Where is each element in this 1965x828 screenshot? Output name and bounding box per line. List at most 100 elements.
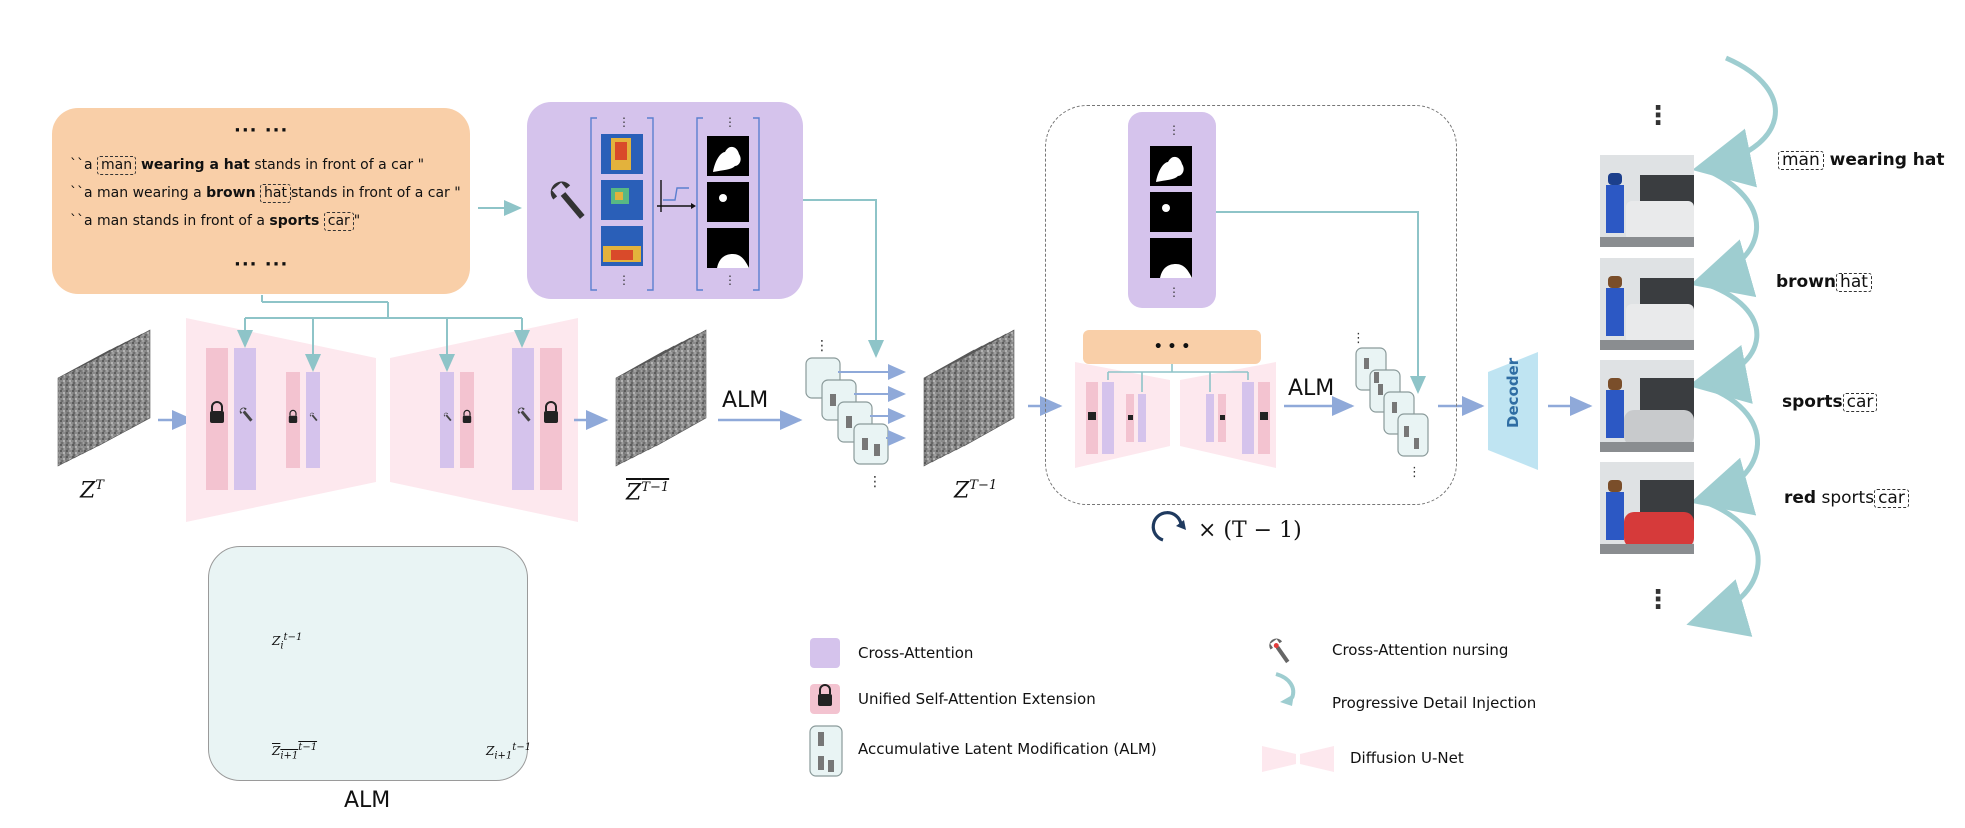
repeat-arrowhead [1176,520,1186,530]
progressive-injection-arcs [1686,55,1778,637]
injection-token-box: hat [1836,273,1872,292]
lock-icon [818,684,832,706]
prompt-text: " [353,213,361,229]
label-alm-1: ALM [722,388,769,413]
unet-legend-icon [1262,746,1334,772]
cross-attn-bar [306,372,320,468]
legend-arrowhead [1280,694,1294,706]
decoder-block [1488,352,1538,470]
injection-label-1: man wearing hat [1778,150,1945,170]
prompt-line-3: ``a man stands in front of a sports car" [70,212,360,231]
label-ztm1: ZT−1 [954,478,998,504]
alm-cards-1 [805,357,889,465]
svg-text:⋮: ⋮ [618,115,630,129]
injection-token-box: car [1874,489,1909,508]
label-repeat: × (T − 1) [1198,518,1302,543]
prompt-bold: wearing a hat [136,157,250,173]
latent-stack-zT [57,329,151,467]
label-zhat: ZT−1 [626,480,670,506]
prompt-text: ``a man stands in front of a [70,213,270,229]
lock-icon [210,401,224,423]
prompt-text: stands in front of a car " [290,185,461,201]
cross-attention-nursing-box: ⋮ ⋮ ⋮ ⋮ [527,102,803,299]
legend-nursing: Cross-Attention nursing [1332,641,1509,659]
wrench-icon [309,412,318,422]
latent-stack-ztm1 [923,329,1015,467]
attention-maps: ⋮ ⋮ ⋮ ⋮ [550,115,760,291]
prompt-line-1: ``a man wearing a hat stands in front of… [70,156,424,175]
progressive-arc-legend-icon [1275,672,1296,699]
loop-condition-lines [1107,364,1249,392]
wrench-icon [1269,638,1290,664]
vertical-dots: ⋮ [1645,585,1671,615]
output-image-2 [1600,258,1694,350]
mask-to-alm-line-2 [1216,211,1426,394]
vertical-dots: ⋮ [1645,101,1671,131]
legend-alm: Accumulative Latent Modification (ALM) [858,740,1157,758]
lock-icon [462,409,472,423]
repeat-arrow-icon [1151,511,1183,542]
label-alm-bottom: ALM [344,788,391,813]
vertical-dots: ⋮ [1352,331,1365,346]
prompt-bold: sports [269,213,320,229]
loop-masks: ⋮ ⋮ [1150,123,1192,299]
svg-text:⋮: ⋮ [1168,285,1180,299]
prompt-dots-top: ··· ··· [234,120,289,141]
cross-attn-bar [234,348,256,490]
alm-detail-box [208,546,528,781]
wrench-icon [239,407,253,422]
injection-bold: red [1784,488,1817,508]
legend-swatch-cross-attention [810,638,840,668]
wrench-icon [550,181,585,219]
prompt-dots-bottom: ··· ··· [234,254,289,275]
label-z-out: Zi+1t−1 [486,742,532,762]
prompt-text: ``a man wearing a [70,185,207,201]
legend-alm-cards-icon [809,725,843,777]
label-z-hat-i1: Zi+1t−1 [272,742,318,762]
label-zt: ZT [80,478,104,504]
label-z-i: Zit−1 [272,632,303,652]
wrench-icon [443,412,452,422]
legend-progressive: Progressive Detail Injection [1332,694,1537,712]
prompt-token-box: car [323,212,354,231]
loop-text-condition-bar: • • • [1083,330,1261,364]
legend-cross-attention: Cross-Attention [858,644,974,662]
latent-stack-zhat [615,329,707,467]
alm-output-arrows [838,364,906,446]
vertical-dots: ⋮ [868,474,882,490]
prompt-token-box: man [97,156,137,175]
output-image-3 [1600,360,1694,452]
injection-bold: wearing hat [1823,150,1945,170]
output-image-1 [1600,155,1694,247]
unet-main [186,318,578,522]
svg-text:⋮: ⋮ [724,115,736,129]
unet-loop [1075,362,1276,468]
lock-icon [544,401,558,423]
cross-attn-bar [440,372,454,468]
injection-bold: sports [1782,392,1843,412]
label-decoder: Decoder [1504,357,1522,428]
injection-token-box: car [1842,393,1878,412]
text-bar-dots: • • • [1153,339,1191,355]
svg-text:⋮: ⋮ [1168,123,1180,137]
svg-text:⋮: ⋮ [618,273,630,287]
text-condition-lines [237,295,530,372]
legend-unified: Unified Self-Attention Extension [858,690,1096,708]
alm-cards-2 [1355,347,1429,457]
cross-attn-bar [512,348,534,490]
prompt-box: ··· ··· ``a man wearing a hat stands in … [52,108,470,294]
prompt-bold: brown [206,185,256,201]
prompt-text: ``a [70,157,98,173]
label-alm-2: ALM [1288,376,1335,401]
mask-to-alm-line [803,199,884,358]
lock-icon [288,409,298,423]
output-image-4 [1600,462,1694,554]
injection-token-box: man [1778,151,1824,170]
vertical-dots: ⋮ [815,338,829,354]
prompt-token-box: hat [260,184,291,203]
